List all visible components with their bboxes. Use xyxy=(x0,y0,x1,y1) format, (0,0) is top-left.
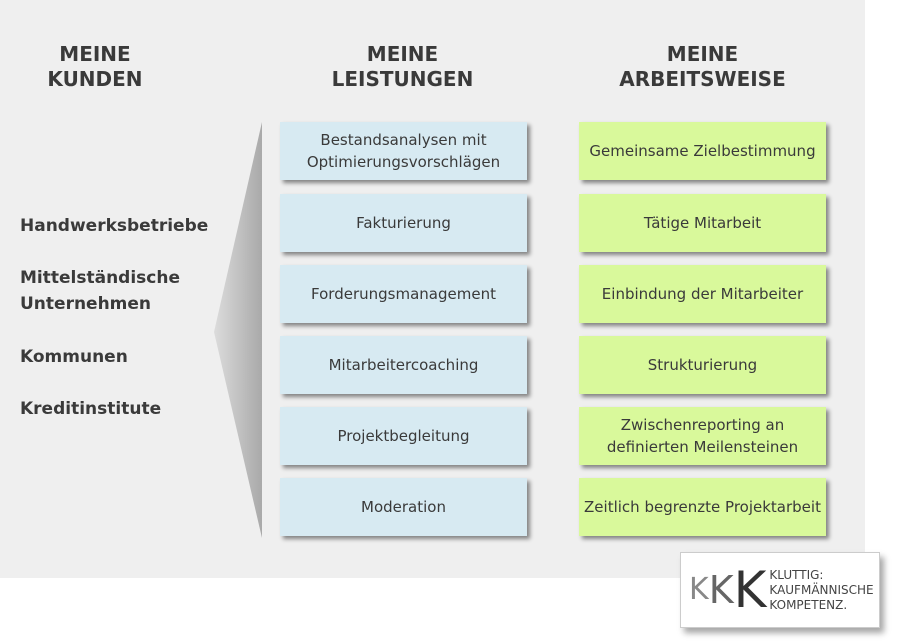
header-line: MEINE xyxy=(666,42,739,66)
service-box: Moderation xyxy=(280,478,527,536)
customer-item: Mittelständische Unternehmen xyxy=(20,268,180,314)
logo-text: KLUTTIG: KAUFMÄNNISCHE KOMPETENZ. xyxy=(769,568,873,613)
service-box: Bestandsanalysen mit Optimierungsvorschl… xyxy=(280,122,527,180)
method-box: Gemeinsame Zielbestimmung xyxy=(579,122,826,180)
logo-line: KOMPETENZ. xyxy=(769,597,848,612)
logo-line: KLUTTIG: xyxy=(769,567,824,582)
funnel-wedge xyxy=(214,122,262,538)
method-box: Zeitlich begrenzte Projektarbeit xyxy=(579,478,826,536)
service-box: Mitarbeitercoaching xyxy=(280,336,527,394)
header-line: LEISTUNGEN xyxy=(331,67,474,91)
header-line: KUNDEN xyxy=(47,67,143,91)
service-box: Forderungsmanagement xyxy=(280,265,527,323)
service-box: Fakturierung xyxy=(280,194,527,252)
method-box: Strukturierung xyxy=(579,336,826,394)
customer-item: Kreditinstitute xyxy=(20,399,162,419)
header-line: ARBEITSWEISE xyxy=(619,67,786,91)
method-box: Einbindung der Mitarbeiter xyxy=(579,265,826,323)
logo-line: KAUFMÄNNISCHE xyxy=(769,582,874,597)
header-line: MEINE xyxy=(59,42,131,66)
customer-item: Handwerksbetriebe xyxy=(20,216,209,236)
method-box: Zwischenreporting an definierten Meilens… xyxy=(579,407,826,465)
service-box: Projektbegleitung xyxy=(280,407,527,465)
customer-item: Kommunen xyxy=(20,347,128,367)
header-line: MEINE xyxy=(366,42,439,66)
method-box: Tätige Mitarbeit xyxy=(579,194,826,252)
